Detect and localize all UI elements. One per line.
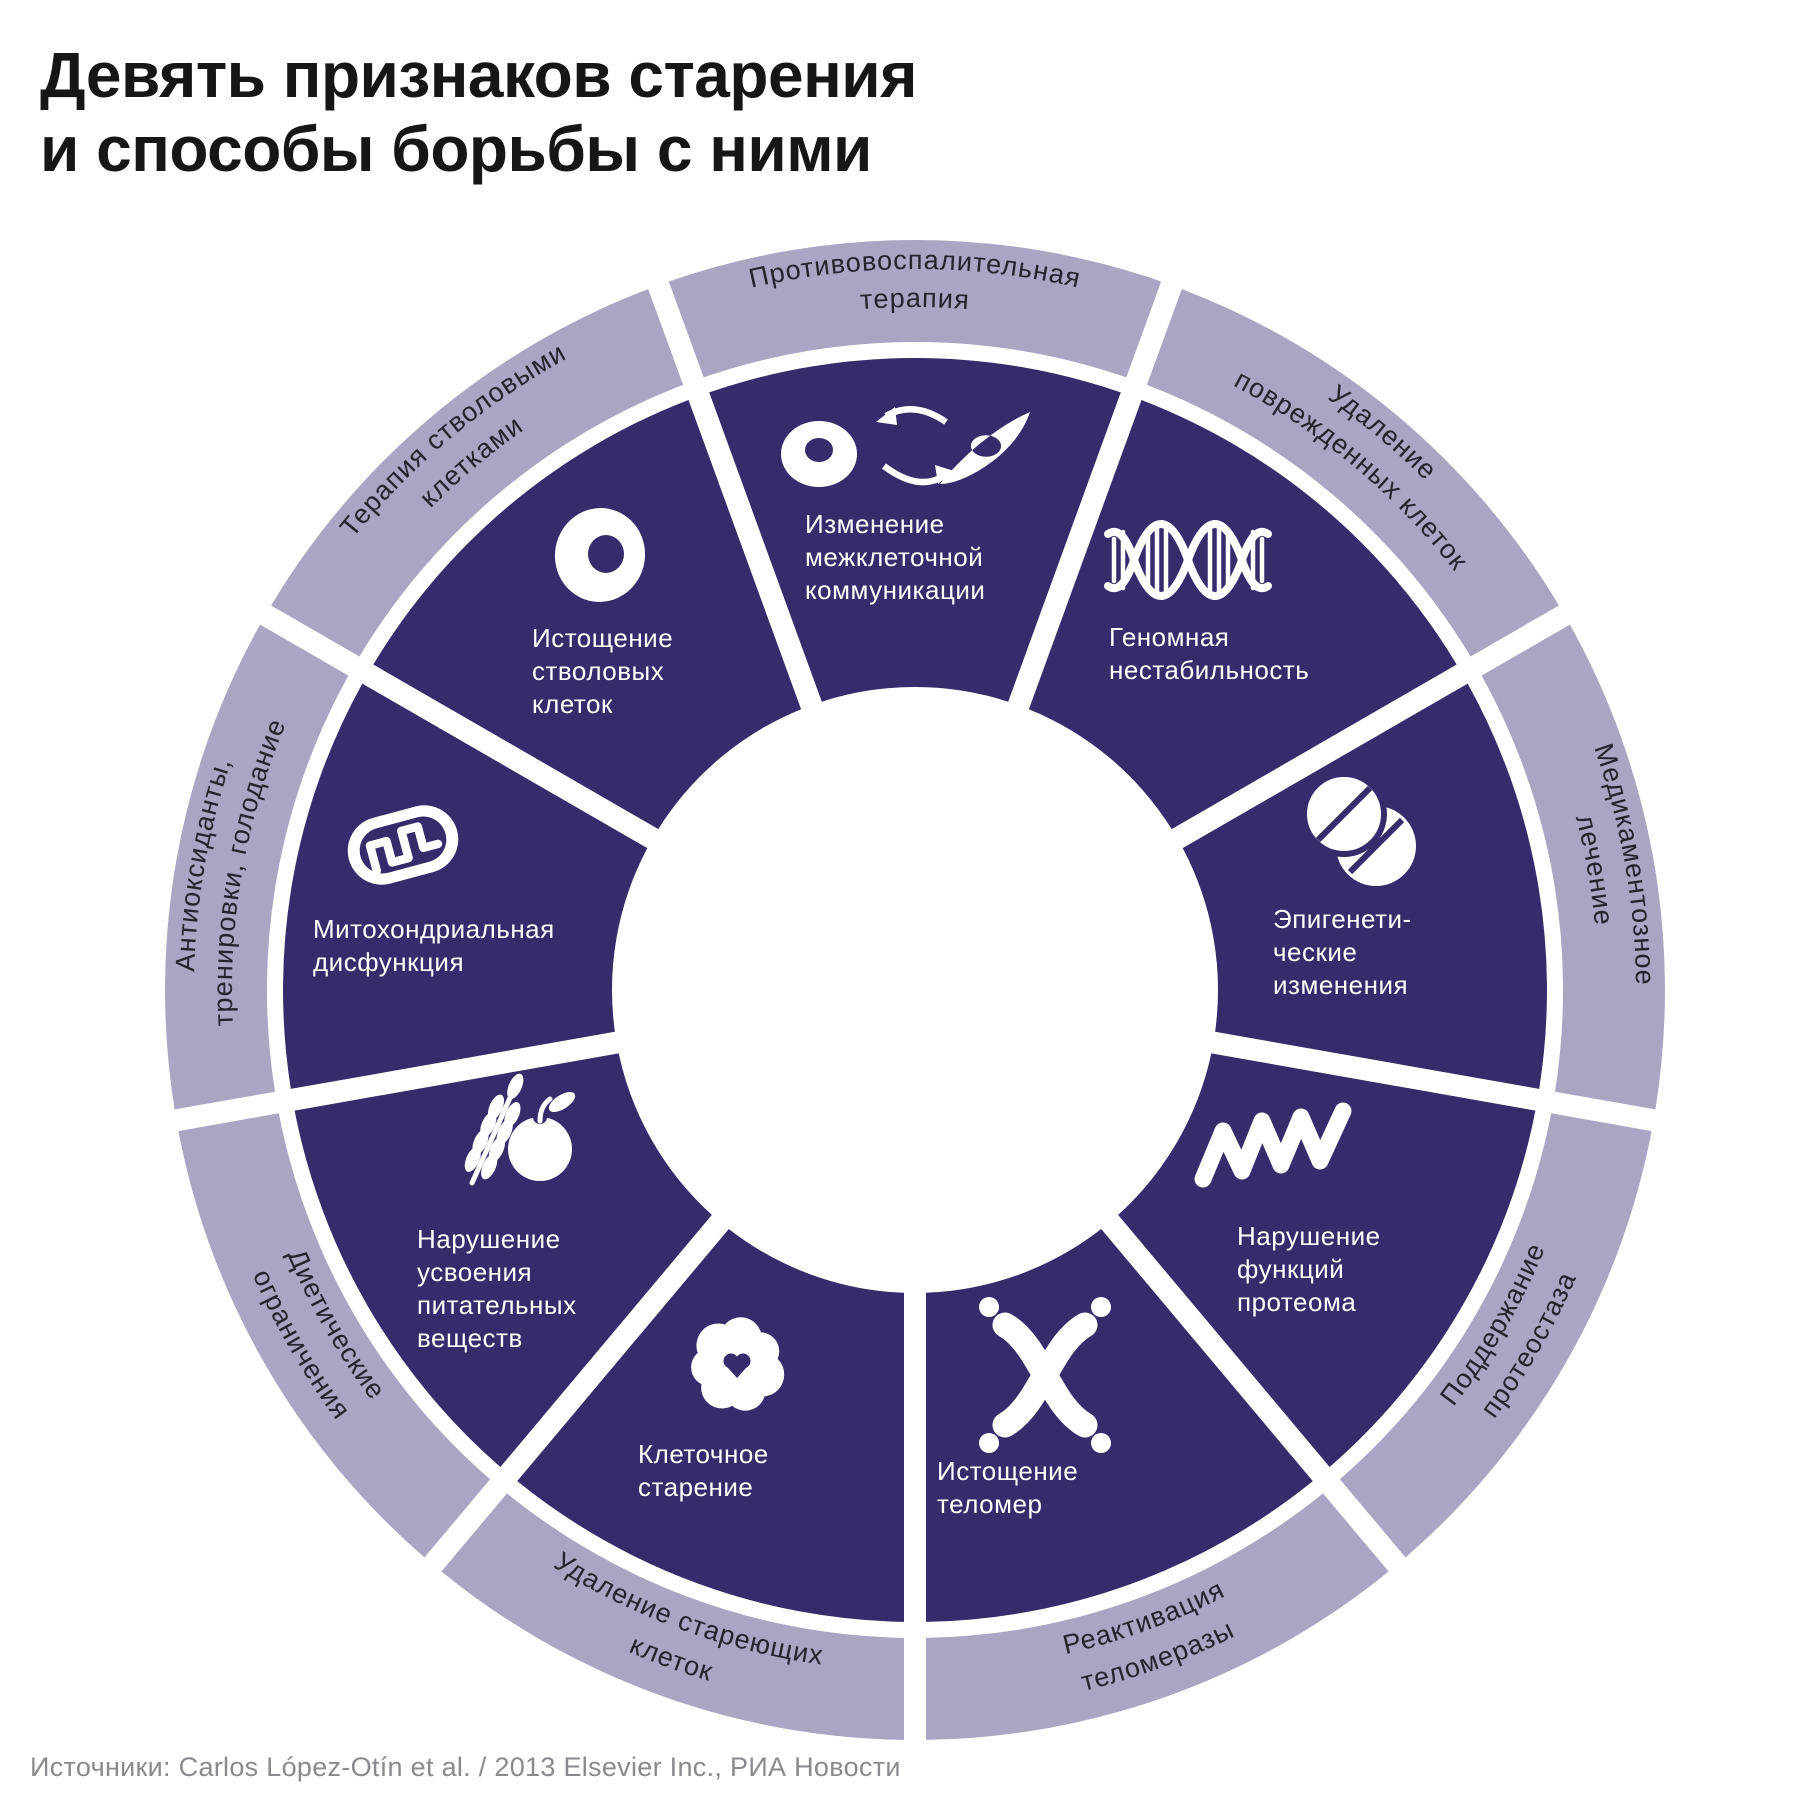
page-title-line-2: и способы борьбы с ними bbox=[40, 113, 872, 186]
hallmark-label-line: Нарушение bbox=[417, 1224, 561, 1254]
segment-group-0: ПротивовоспалительнаятерапияИзменениемеж… bbox=[668, 239, 1162, 702]
nutrients-icon bbox=[464, 1073, 576, 1186]
page-title-line-1: Девять признаков старения bbox=[40, 39, 917, 111]
hallmark-label-line: изменения bbox=[1273, 970, 1408, 1000]
cells-communication-icon bbox=[781, 406, 1030, 487]
hallmark-label-line: Клеточное bbox=[638, 1439, 769, 1469]
segment-group-2: МедикаментозноелечениеЭпигенети-ческиеиз… bbox=[1182, 624, 1665, 1110]
hallmark-label-line: питательных bbox=[417, 1290, 577, 1320]
hallmark-label-line: функций bbox=[1237, 1254, 1344, 1284]
therapy-segment bbox=[1339, 1113, 1652, 1558]
hallmark-segment bbox=[517, 1229, 904, 1622]
hallmark-label-line: межклеточной bbox=[805, 542, 983, 572]
therapy-label: терапия bbox=[859, 283, 971, 315]
hallmark-label-line: Геномная bbox=[1109, 622, 1229, 652]
segment-group-5: Удаление стареющихклетокКлеточноестарени… bbox=[441, 1229, 904, 1740]
therapy-segment bbox=[178, 1113, 491, 1558]
hallmark-segment bbox=[1182, 683, 1547, 1089]
senescent-cell-icon bbox=[691, 1317, 785, 1411]
hallmark-label-line: Истощение bbox=[532, 623, 673, 653]
hallmark-label-line: теломер bbox=[937, 1489, 1042, 1519]
hallmark-label-line: Митохондриальная bbox=[313, 914, 555, 944]
hallmark-label-line: стволовых bbox=[532, 656, 664, 686]
therapy-segment bbox=[926, 1493, 1389, 1740]
page-title: Девять признаков старения и способы борь… bbox=[40, 38, 917, 186]
stem-cell-icon bbox=[554, 508, 646, 602]
hallmark-segment bbox=[373, 400, 802, 830]
hallmark-label-line: веществ bbox=[417, 1323, 523, 1353]
hallmark-label-line: нестабильность bbox=[1109, 655, 1309, 685]
hallmark-label-line: усвоения bbox=[417, 1257, 532, 1287]
hallmark-label-line: дисфункция bbox=[313, 947, 464, 977]
hallmark-label-line: протеома bbox=[1237, 1287, 1356, 1317]
hallmark-label-line: Эпигенети- bbox=[1273, 904, 1412, 934]
therapy-segment bbox=[668, 239, 1162, 378]
hallmark-segment bbox=[294, 1053, 712, 1467]
dna-icon bbox=[1104, 519, 1272, 601]
hallmark-label-line: клеток bbox=[532, 689, 613, 719]
therapy-segment bbox=[271, 289, 684, 657]
chromosome-icon bbox=[979, 1297, 1111, 1453]
hallmark-label-line: старение bbox=[638, 1472, 753, 1502]
therapy-segment bbox=[441, 1493, 904, 1740]
therapy-segment bbox=[165, 624, 349, 1110]
segment-group-8: Терапия стволовымиклеткамиИстощениествол… bbox=[271, 289, 802, 830]
hallmark-label-line: ческие bbox=[1273, 937, 1357, 967]
therapy-segment bbox=[1146, 289, 1559, 657]
hallmark-label-line: Нарушение bbox=[1237, 1221, 1381, 1251]
hallmark-label-line: Изменение bbox=[805, 509, 945, 539]
therapy-segment bbox=[1481, 624, 1665, 1110]
hallmark-label-line: Истощение bbox=[937, 1456, 1078, 1486]
mitochondria-icon bbox=[347, 805, 459, 885]
protein-icon bbox=[1194, 1102, 1352, 1188]
pills-icon bbox=[1301, 771, 1416, 886]
hallmark-segment bbox=[709, 357, 1121, 702]
hallmark-segment bbox=[283, 683, 648, 1089]
source-attribution: Источники: Carlos López-Otín et al. / 20… bbox=[30, 1752, 901, 1782]
hallmark-segment bbox=[1028, 400, 1457, 830]
segment-group-6: ДиетическиеограниченияНарушениеусвоенияп… bbox=[178, 1053, 712, 1558]
hallmark-label-line: коммуникации bbox=[805, 575, 985, 605]
hallmark-segment bbox=[1118, 1053, 1536, 1467]
segment-group-7: Антиоксиданты,тренировки, голоданиеМитох… bbox=[165, 624, 648, 1110]
